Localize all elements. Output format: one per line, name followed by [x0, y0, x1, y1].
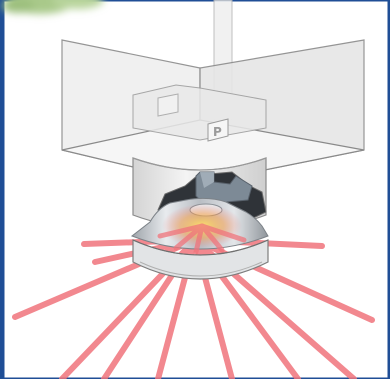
foliage-decoration [2, 0, 104, 14]
device-badge-letter: P [213, 125, 222, 139]
module-window [158, 94, 178, 116]
